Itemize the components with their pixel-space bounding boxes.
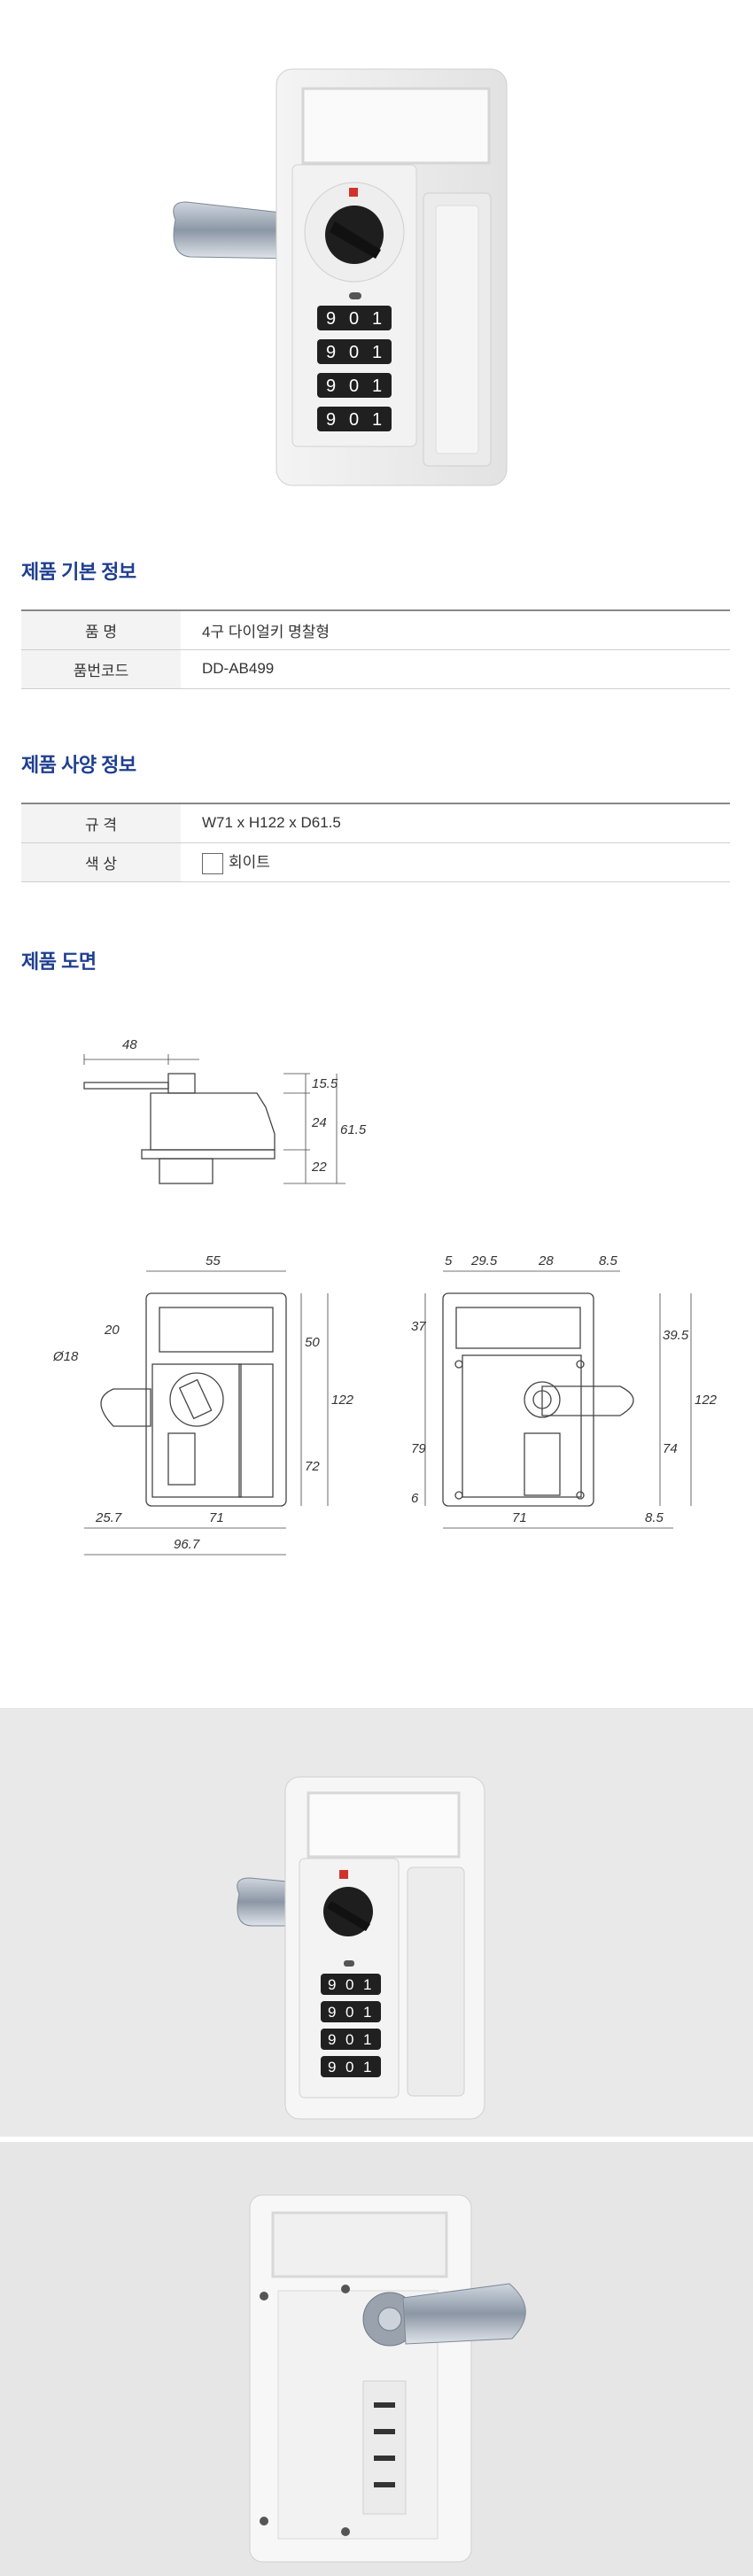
dim-label: 29.5	[470, 1253, 498, 1269]
basic-info-title: 제품 기본 정보	[21, 561, 136, 583]
dim-label: 122	[331, 1393, 354, 1408]
wheel-digit: 1	[363, 2004, 371, 2021]
wheel-digit: 9	[328, 2059, 336, 2076]
product-photo-3-svg	[0, 2142, 753, 2576]
dim-label: 8.5	[599, 1253, 618, 1269]
row-value: 회이트	[181, 842, 730, 882]
dim-label: 61.5	[340, 1122, 367, 1137]
row-value: 4구 다이얼키 명찰형	[181, 610, 730, 650]
side-view-drawing	[83, 1054, 345, 1184]
drawing-svg: 48 15.5 24 22 61.5 55 20 Ø18 50 72 122 2…	[52, 1037, 718, 1556]
color-swatch	[202, 852, 223, 874]
wheel-digit: 9	[326, 343, 336, 362]
dim-label: 39.5	[663, 1328, 689, 1343]
dim-label: 79	[411, 1441, 426, 1456]
wheel-digit: 9	[326, 309, 336, 329]
wheel-digit: 0	[349, 376, 359, 396]
wheel-digit: 9	[326, 410, 336, 430]
dim-label: 20	[104, 1323, 120, 1338]
dim-label: 50	[305, 1335, 320, 1350]
row-label: 규 격	[21, 803, 181, 843]
table-row: 규 격 W71 x H122 x D61.5	[21, 803, 730, 843]
dim-label: 15.5	[312, 1076, 338, 1091]
spec-info-title: 제품 사양 정보	[21, 754, 136, 776]
dim-label: 71	[209, 1510, 224, 1525]
spec-info-table: 규 격 W71 x H122 x D61.5 색 상 회이트	[21, 803, 730, 882]
row-value: W71 x H122 x D61.5	[181, 803, 730, 843]
dim-label: 122	[695, 1393, 718, 1408]
row-value: DD-AB499	[181, 649, 730, 689]
table-row: 품번코드 DD-AB499	[21, 649, 730, 689]
color-name: 회이트	[229, 854, 270, 872]
dim-label: 96.7	[174, 1537, 200, 1552]
table-row: 색 상 회이트	[21, 842, 730, 882]
row-label: 색 상	[21, 842, 181, 882]
wheel-digit: 9	[328, 2004, 336, 2021]
dim-label: 28	[538, 1253, 554, 1269]
dim-label: 55	[206, 1253, 221, 1269]
wheel-digit: 9	[328, 1976, 336, 1993]
row-label: 품번코드	[21, 649, 181, 689]
name-window	[301, 87, 491, 165]
wheel-digit: 0	[349, 309, 359, 329]
wheel-digit: 9	[326, 376, 336, 396]
wheel-digit: 0	[345, 2004, 353, 2021]
wheel-digit: 9	[328, 2031, 336, 2048]
wheel-digit: 0	[349, 410, 359, 430]
dim-label: 72	[305, 1459, 320, 1474]
technical-drawings: 48 15.5 24 22 61.5 55 20 Ø18 50 72 122 2…	[0, 1010, 753, 1594]
dim-label: 71	[512, 1510, 527, 1525]
dim-label: 48	[122, 1037, 137, 1052]
back-view-drawing	[424, 1270, 692, 1529]
drawing-title: 제품 도면	[21, 950, 97, 973]
dim-label: 25.7	[95, 1510, 122, 1525]
dim-label: 6	[411, 1491, 419, 1506]
wheel-digit: 0	[349, 343, 359, 362]
dim-label: 37	[411, 1319, 426, 1334]
wheel-digit: 0	[345, 2059, 353, 2076]
wheel-digit: 1	[372, 376, 382, 396]
dim-label: 22	[311, 1160, 327, 1175]
wheel-digit: 1	[372, 410, 382, 430]
dim-label: 8.5	[645, 1510, 664, 1525]
basic-info-table: 품 명 4구 다이얼키 명찰형 품번코드 DD-AB499	[21, 609, 730, 689]
dim-label: 74	[663, 1441, 678, 1456]
dim-label: 5	[445, 1253, 453, 1269]
wheel-digit: 1	[372, 343, 382, 362]
wheel-digit: 1	[363, 2031, 371, 2048]
combination-wheels	[317, 306, 392, 431]
table-row: 품 명 4구 다이얼키 명찰형	[21, 610, 730, 650]
spec-info-section: 제품 사양 정보 규 격 W71 x H122 x D61.5 색 상 회이트	[21, 749, 730, 882]
wheel-digit: 0	[345, 1976, 353, 1993]
product-photo-back	[0, 2142, 753, 2576]
row-label: 품 명	[21, 610, 181, 650]
front-view-drawing	[84, 1270, 329, 1556]
basic-info-section: 제품 기본 정보 품 명 4구 다이얼키 명찰형 품번코드 DD-AB499	[21, 556, 730, 689]
drawing-section: 제품 도면	[21, 946, 730, 974]
dim-label: Ø18	[52, 1349, 79, 1364]
wheel-digit: 1	[363, 1976, 371, 1993]
wheel-digit: 1	[372, 309, 382, 329]
dim-label: 24	[311, 1115, 327, 1130]
wheel-digit: 1	[363, 2059, 371, 2076]
wheel-digit: 0	[345, 2031, 353, 2048]
